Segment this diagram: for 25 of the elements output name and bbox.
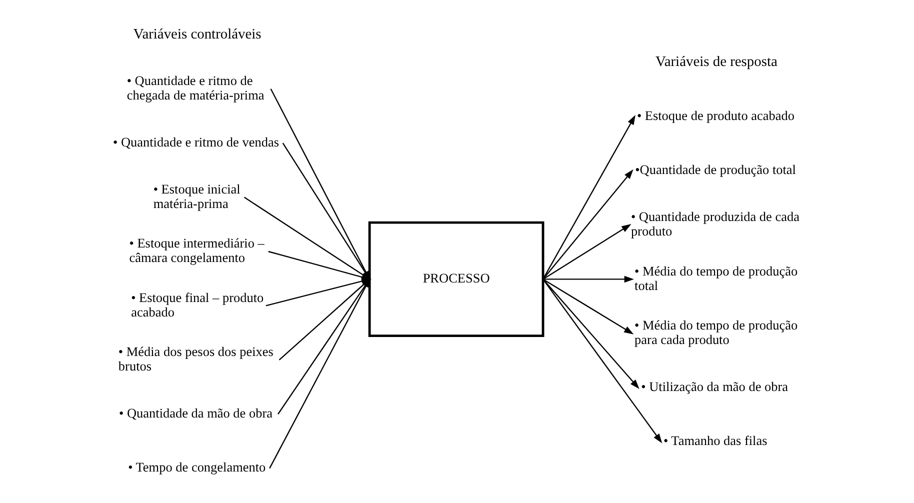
node-text: • Quantidade da mão de obra [118,405,272,420]
node-box: PROCESSO [368,221,544,338]
node-text: •Quantidade de produção total [634,162,796,178]
node-text: • Quantidade e ritmo de vendas [112,134,278,150]
arrow [542,278,639,389]
arrow [542,278,634,334]
arrow [542,278,662,444]
node-text: • Utilização da mão de obra [640,378,788,394]
arrow [542,169,633,280]
arrow [542,224,631,280]
arrow [542,276,634,283]
node-text: • Quantidade produzida de cada produto [630,209,799,239]
label: Variáveis de resposta [655,54,777,70]
node-text: • Estoque inicial matéria-prima [152,181,240,211]
node-text: • Estoque final – produto acabado [130,290,264,320]
node-text: • Média do tempo de produção total [634,263,798,293]
arrow [542,115,635,280]
node-text: • Quantidade e ritmo de chegada de matéria-prima [126,73,264,102]
node-text: • Tamanho das filas [662,433,767,448]
label: Variáveis controláveis [132,26,261,42]
node-text: • Média dos pesos dos peixes brutos [118,344,273,374]
node-text: • Tempo de congelamento [128,460,266,475]
node-text: • Estoque intermediário – câmara congelamento [128,236,264,266]
node-text: • Estoque de produto acabado [636,108,794,123]
node-text: • Média do tempo de produção para cada produto [634,318,798,348]
